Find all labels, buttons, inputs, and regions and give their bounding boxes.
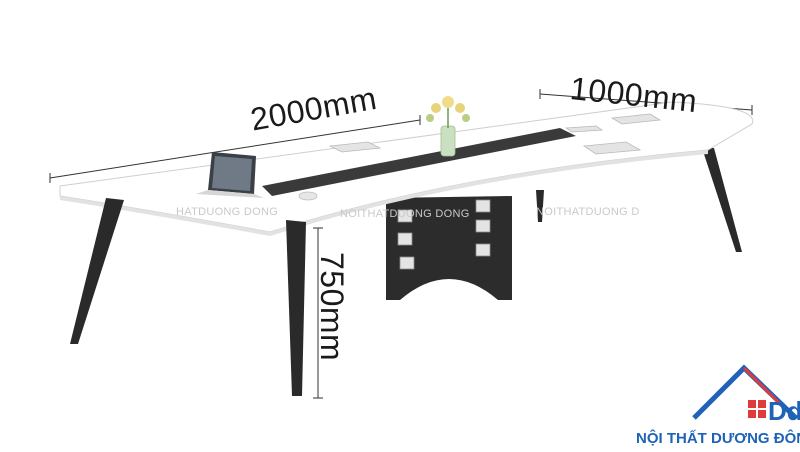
height-dimension-label: 750mm [314, 252, 350, 362]
brand-name: NỘI THẤT DƯƠNG ĐÔNG [636, 430, 800, 447]
flower-vase-icon [426, 96, 470, 157]
watermark-text: HATDUONG DONG [176, 206, 279, 218]
table-leg-front-left [70, 198, 124, 344]
tabletop [59, 101, 754, 236]
brand-logo-mark: Dd [768, 396, 800, 426]
watermark-text: NOITHATDUONG DONG [340, 208, 470, 220]
cable-pedestal [386, 196, 512, 300]
power-socket-icon [397, 199, 491, 270]
table-leg-back-right [702, 148, 742, 252]
mouse-icon [298, 191, 318, 201]
closed-laptop-icon [328, 113, 662, 155]
brand-logo: Dd [692, 364, 800, 426]
laptop-icon [196, 152, 264, 198]
table-leg-back-inner [536, 190, 544, 222]
cable-channel [262, 128, 576, 196]
watermark-text: NOITHATDUONG D [536, 206, 640, 218]
table-leg-front-center [286, 220, 306, 396]
